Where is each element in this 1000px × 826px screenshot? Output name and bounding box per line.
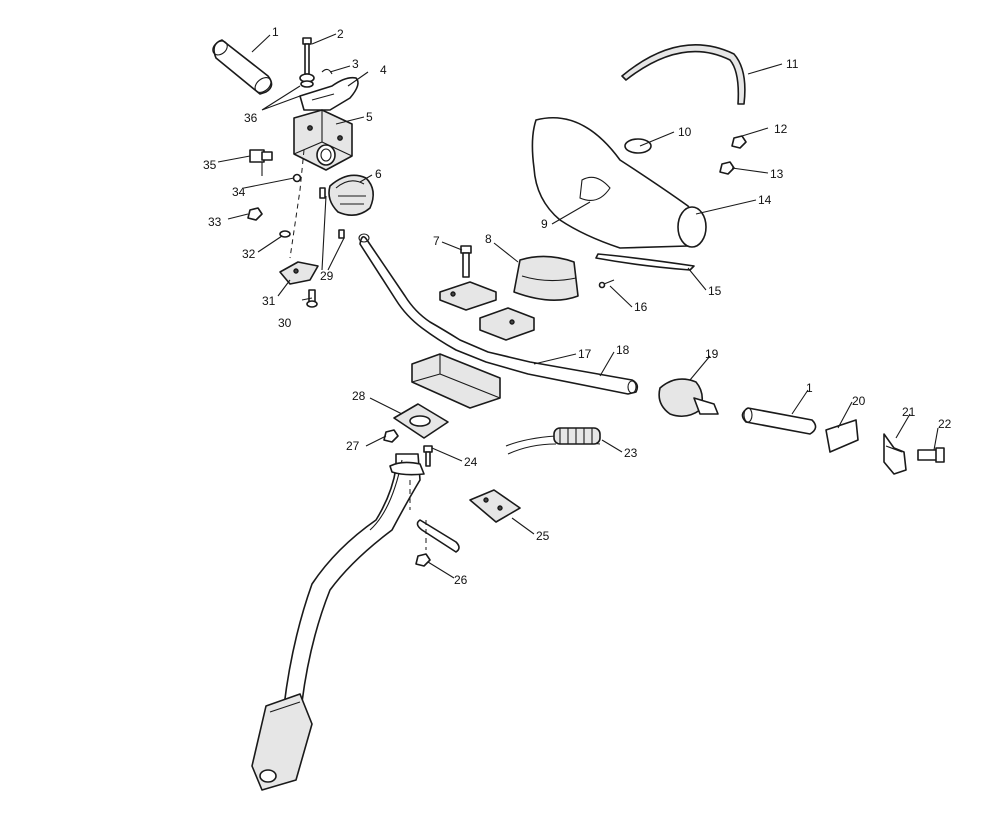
seat-trim-strip [595, 253, 695, 271]
callout-11: 11 [786, 57, 799, 71]
switch-assembly [328, 174, 374, 216]
callout-17: 17 [578, 347, 592, 361]
handlebar-clamp-lower [411, 353, 501, 409]
plate-screw [306, 289, 318, 308]
callout-4: 4 [380, 63, 387, 77]
callout-10: 10 [678, 125, 692, 139]
callout-1-left-grip: 1 [272, 25, 279, 39]
seat-saddle [531, 116, 707, 249]
retaining-clip [321, 68, 333, 75]
callout-28: 28 [352, 389, 366, 403]
wiring-harness [505, 427, 601, 455]
callout-24: 24 [464, 455, 478, 469]
right-switch-housing [658, 378, 719, 418]
callout-30: 30 [278, 316, 292, 330]
callout-21: 21 [902, 405, 916, 419]
callout-16: 16 [634, 300, 648, 314]
leader-lines [217, 33, 939, 579]
column-sleeve [416, 519, 460, 553]
callout-20: 20 [852, 394, 866, 408]
callout-19: 19 [705, 347, 719, 361]
column-bolt [423, 445, 433, 467]
seat-screw [598, 279, 615, 289]
callout-31: 31 [262, 294, 276, 308]
bar-end-bolt [917, 447, 945, 463]
callout-27: 27 [346, 439, 360, 453]
fuel-line [621, 44, 746, 105]
bar-end-cone [825, 419, 859, 453]
line-nut-upper [731, 135, 747, 149]
callout-8: 8 [485, 232, 492, 246]
assembly-line-left [289, 149, 305, 259]
grip-right [741, 407, 817, 435]
throttle-pivot-bolt [299, 37, 315, 88]
bar-end-weight [883, 433, 907, 475]
handlebar [358, 233, 639, 395]
callout-15: 15 [708, 284, 722, 298]
callout-23: 23 [624, 446, 638, 460]
column-flange [393, 403, 449, 439]
steering-column [283, 453, 421, 707]
mirror-cover-pad [513, 255, 579, 301]
callout-labels: 1 2 3 4 5 6 7 8 9 10 11 12 13 14 15 16 1… [203, 25, 952, 587]
seat-emblem [624, 138, 652, 154]
column-nuts [383, 429, 431, 567]
callout-26: 26 [454, 573, 468, 587]
callout-33: 33 [208, 215, 222, 229]
callout-9: 9 [541, 217, 548, 231]
lever-fastener [249, 149, 273, 176]
throttle-housing [293, 109, 353, 171]
callout-22: 22 [938, 417, 952, 431]
assembly-line-center [409, 480, 427, 550]
callout-35: 35 [203, 158, 217, 172]
callout-36: 36 [244, 111, 258, 125]
callout-12: 12 [774, 122, 788, 136]
mount-plate [279, 261, 319, 285]
column-collar [389, 461, 425, 476]
callout-1-right-grip: 1 [806, 381, 813, 395]
callout-34: 34 [232, 185, 246, 199]
small-fasteners-left [247, 173, 345, 239]
column-foot [251, 693, 313, 791]
callout-2: 2 [337, 27, 344, 41]
callout-5: 5 [366, 110, 373, 124]
callout-32: 32 [242, 247, 256, 261]
line-nut-lower [719, 161, 735, 175]
callout-6: 6 [375, 167, 382, 181]
handlebar-clamp-upper [439, 281, 535, 341]
callout-18: 18 [616, 343, 630, 357]
grip-left [212, 39, 273, 95]
callout-25: 25 [536, 529, 550, 543]
mounting-bracket [469, 489, 521, 523]
throttle-lever [299, 76, 359, 111]
clamp-bolt [460, 245, 472, 278]
callout-13: 13 [770, 167, 784, 181]
callout-7: 7 [433, 234, 440, 248]
callout-14: 14 [758, 193, 772, 207]
callout-3: 3 [352, 57, 359, 71]
callout-29: 29 [320, 269, 334, 283]
